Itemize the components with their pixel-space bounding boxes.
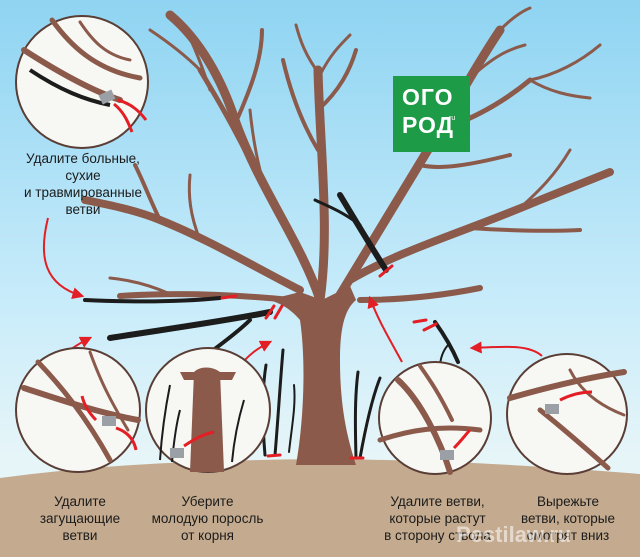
caption-line: Удалите больные, [26, 151, 140, 166]
ogorod-logo: ОГО РОД ru [393, 76, 470, 152]
caption-thickening: Удалите загущающие ветви [25, 493, 135, 544]
detail-circle-downward [506, 353, 628, 475]
watermark: Pestilaw.ru [456, 522, 572, 547]
tree-trunk [268, 286, 356, 465]
caption-line: Удалите [54, 494, 106, 509]
caption-line: ветви [62, 528, 98, 543]
caption-downward: Вырежьте ветви, которые смотрят вниз [508, 493, 628, 544]
caption-line: сухие [65, 168, 101, 183]
logo-suffix: ru [449, 115, 456, 122]
caption-line: молодую поросль [151, 511, 264, 526]
caption-line: в сторону ствола [384, 528, 491, 543]
caption-line: которые растут [389, 511, 486, 526]
caption-inward: Удалите ветви, которые растут в сторону … [370, 493, 505, 544]
logo-text-1: ОГО [402, 84, 454, 110]
caption-line: от корня [181, 528, 234, 543]
caption-line: Вырежьте [536, 494, 600, 509]
detail-circle-inward [377, 361, 492, 475]
caption-line: и травмированные [24, 185, 142, 200]
caption-line: ветви, которые [520, 511, 615, 526]
ground [0, 459, 640, 557]
tree-branches [81, 6, 614, 305]
caption-suckers: Уберите молодую поросль от корня [140, 493, 275, 544]
logo-text-2: РОД [402, 112, 455, 138]
cut-marks [220, 264, 438, 460]
caption-line: Уберите [181, 494, 234, 509]
detail-circle-thickening [15, 347, 141, 473]
caption-line: Удалите ветви, [390, 494, 485, 509]
caption-line: ветви [65, 202, 101, 217]
caption-line: загущающие [39, 511, 121, 526]
caption-diseased: Удалите больные, сухие и травмированные … [18, 150, 148, 218]
detail-circle-suckers [145, 347, 271, 473]
detail-circle-diseased [15, 15, 149, 149]
caption-line: смотрят вниз [526, 528, 610, 543]
